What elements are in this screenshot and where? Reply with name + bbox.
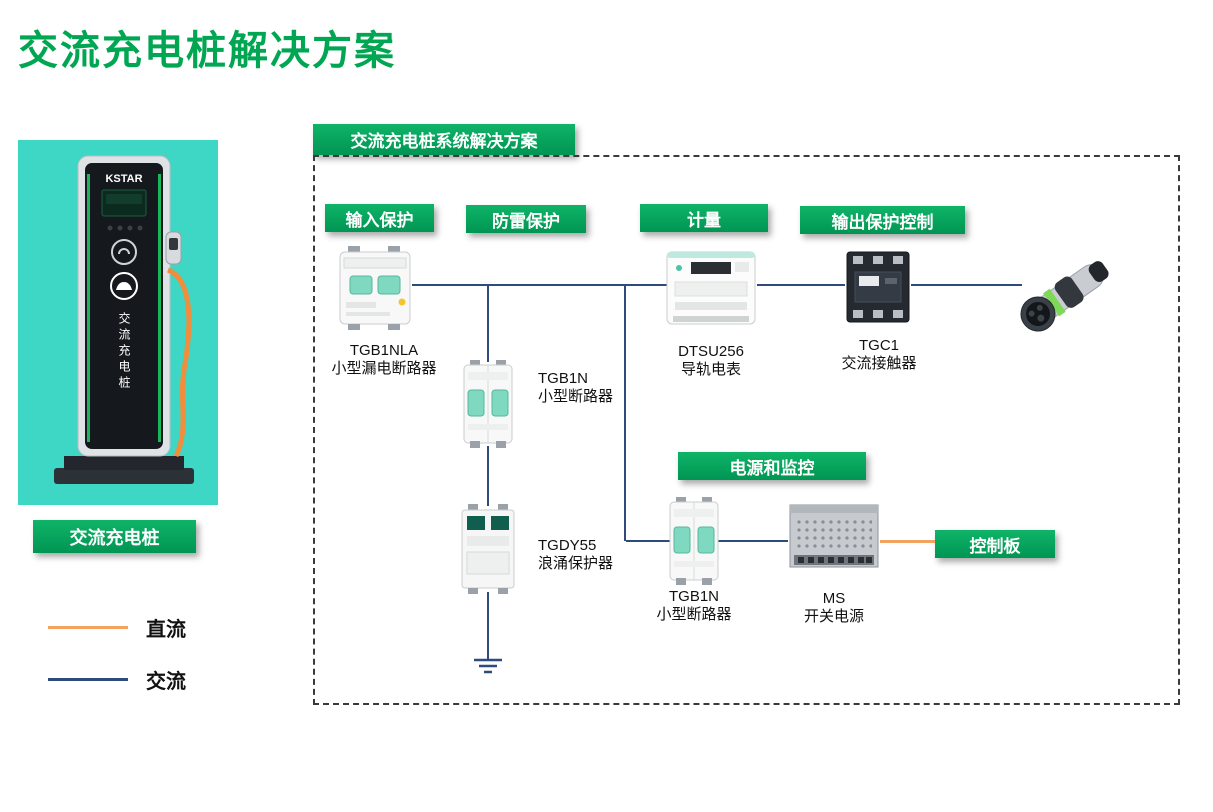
meter-name: 导轨电表 xyxy=(680,361,741,378)
ac-line-swatch xyxy=(48,677,128,681)
label-metering: 计量 xyxy=(640,204,768,232)
psu-name: 开关电源 xyxy=(803,608,864,625)
ground-icon xyxy=(474,651,502,674)
diagram-title: 交流充电桩系统解决方案 xyxy=(313,124,575,155)
ac-bus-line-3 xyxy=(911,284,1022,286)
psu-model: MS xyxy=(822,590,846,607)
ac-bus-line-2 xyxy=(757,284,845,286)
circuit-breaker-icon xyxy=(463,360,513,448)
breaker-low-model: TGB1N xyxy=(668,588,719,605)
ac-drop-to-surge xyxy=(487,446,489,506)
charging-gun xyxy=(1008,244,1126,344)
ac-drop-to-breaker xyxy=(487,286,489,362)
energy-meter-icon xyxy=(666,251,756,325)
dc-line-swatch xyxy=(48,625,128,629)
meter-model: DTSU256 xyxy=(678,343,744,360)
breaker-main-model: TGB1NLA xyxy=(349,342,419,359)
legend-label-dc: 直流 xyxy=(146,618,186,641)
contactor-name: 交流接触器 xyxy=(841,355,917,372)
circuit-breaker-icon xyxy=(339,246,411,330)
breaker-low-name: 小型断路器 xyxy=(656,606,732,623)
power-supply-icon xyxy=(789,504,879,568)
diagram-boundary xyxy=(313,155,1180,705)
legend-item-dc: 直流 xyxy=(48,612,186,642)
breaker-tgb1n-mid xyxy=(462,360,514,448)
surge-protector-tgdy55 xyxy=(460,504,516,594)
label-lightning-protection: 防雷保护 xyxy=(466,205,586,233)
legend-item-ac: 交流 xyxy=(48,664,186,694)
meter-dtsu256 xyxy=(665,248,757,328)
label-input-protection: 输入保护 xyxy=(325,204,434,232)
charging-pile-illustration: KSTAR 交流充电桩 xyxy=(54,155,194,484)
breaker-main-name: 小型漏电断路器 xyxy=(331,360,437,377)
surge-model: TGDY55 xyxy=(538,537,597,554)
breaker-tgb1nla xyxy=(338,246,412,330)
ground-symbol xyxy=(471,651,505,677)
breaker-mid-model: TGB1N xyxy=(538,370,589,387)
pile-caption: 交流充电桩 xyxy=(33,520,196,553)
label-output-protection: 输出保护控制 xyxy=(800,206,965,234)
contactor-model: TGC1 xyxy=(858,337,899,354)
contactor-icon xyxy=(846,251,910,323)
psu-ms xyxy=(788,503,880,573)
ac-drop-to-ground xyxy=(487,592,489,652)
label-control-board: 控制板 xyxy=(935,530,1055,558)
ac-drop-to-psu-branch xyxy=(624,286,626,541)
surge-protector-icon xyxy=(461,504,515,594)
contactor-tgc1 xyxy=(845,250,911,324)
dc-line-to-control-board xyxy=(880,540,935,543)
surge-name: 浪涌保护器 xyxy=(538,555,614,572)
pile-brand-text: KSTAR xyxy=(105,173,142,185)
pile-vertical-text: 交流充电桩 xyxy=(117,311,131,392)
page-title: 交流充电桩解决方案 xyxy=(18,29,396,73)
legend: 直流 交流 xyxy=(48,612,186,716)
label-power-monitoring: 电源和监控 xyxy=(678,452,866,480)
circuit-breaker-icon xyxy=(669,497,719,585)
breaker-tgb1n-low xyxy=(668,497,720,585)
breaker-mid-name: 小型断路器 xyxy=(538,388,614,405)
charging-pile-image: KSTAR 交流充电桩 xyxy=(18,140,218,505)
ac-bus-line-1 xyxy=(412,284,668,286)
charging-gun-icon xyxy=(1020,261,1109,332)
legend-label-ac: 交流 xyxy=(146,670,186,693)
